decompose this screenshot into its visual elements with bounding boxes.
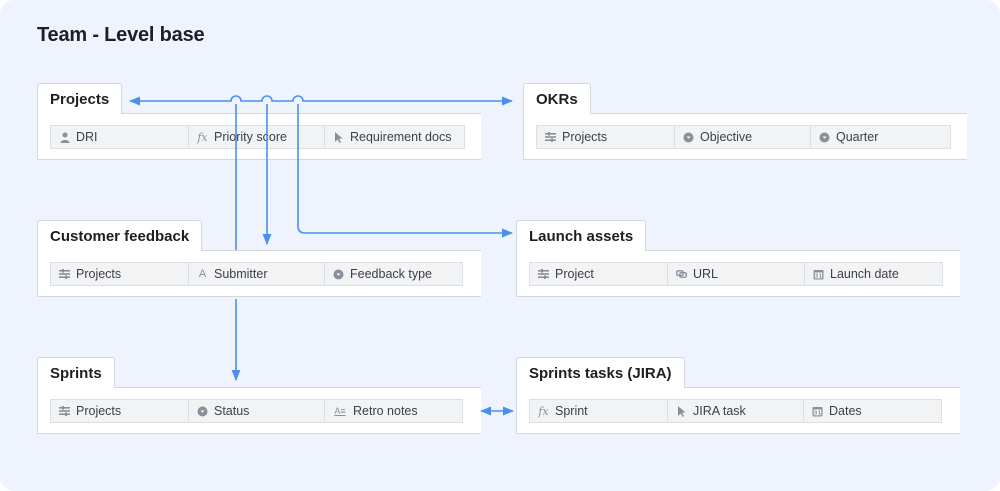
field-project[interactable]: Project (530, 263, 668, 285)
table-body: fx Sprint JIRA task 31 Dates (516, 387, 960, 434)
field-label: Priority score (214, 130, 287, 144)
field-label: Quarter (836, 130, 879, 144)
table-body: DRI fx Priority score Requirement docs (37, 113, 481, 160)
field-label: Retro notes (353, 404, 418, 418)
field-sprint[interactable]: fx Sprint (530, 400, 668, 422)
table-title[interactable]: Projects (37, 83, 123, 114)
calendar-icon: 31 (812, 406, 823, 417)
text-icon: A (198, 268, 207, 280)
page-title: Team - Level base (37, 24, 205, 46)
table-body: Project URL 31 Launch date (516, 250, 960, 297)
field-label: Projects (76, 267, 122, 281)
table-title[interactable]: Customer feedback (37, 220, 203, 251)
table-title[interactable]: Sprints tasks (JIRA) (516, 357, 685, 388)
table-body: Projects Objective Quarter (523, 113, 967, 160)
field-row: Projects A Submitter Feedback type (50, 262, 463, 286)
field-jira-task[interactable]: JIRA task (668, 400, 804, 422)
formula-icon: fx (538, 404, 549, 418)
field-label: Submitter (214, 267, 268, 281)
field-row: Projects Objective Quarter (536, 125, 951, 149)
table-customer-feedback[interactable]: Customer feedback Projects A Submitter F… (37, 220, 481, 298)
table-title[interactable]: Sprints (37, 357, 115, 388)
field-label: Status (214, 404, 250, 418)
field-row: fx Sprint JIRA task 31 Dates (529, 399, 942, 423)
select-icon (333, 269, 344, 280)
cursor-icon (676, 405, 687, 417)
field-label: Dates (829, 404, 862, 418)
link-records-icon (59, 406, 70, 417)
field-feedback-type[interactable]: Feedback type (325, 263, 462, 285)
svg-text:31: 31 (815, 273, 823, 279)
table-body: Projects A Submitter Feedback type (37, 250, 481, 297)
select-icon (819, 132, 830, 143)
field-label: Project (555, 267, 594, 281)
field-label: Requirement docs (350, 130, 452, 144)
field-label: Launch date (830, 267, 899, 281)
field-label: JIRA task (693, 404, 746, 418)
long-text-icon: A≡ (334, 406, 346, 416)
table-title[interactable]: Launch assets (516, 220, 647, 251)
field-dri[interactable]: DRI (51, 126, 189, 148)
link-records-icon (538, 269, 549, 280)
field-label: Projects (76, 404, 122, 418)
table-sprints[interactable]: Sprints Projects Status A≡ Retro notes (37, 357, 481, 435)
user-icon (59, 132, 70, 143)
link-records-icon (545, 132, 556, 143)
field-launch-date[interactable]: 31 Launch date (805, 263, 942, 285)
field-label: URL (693, 267, 719, 281)
field-status[interactable]: Status (189, 400, 325, 422)
field-label: Sprint (555, 404, 588, 418)
table-title[interactable]: OKRs (523, 83, 591, 114)
field-row: Project URL 31 Launch date (529, 262, 943, 286)
table-projects[interactable]: Projects DRI fx Priority score Requireme… (37, 83, 481, 161)
url-icon (676, 269, 687, 280)
table-launch-assets[interactable]: Launch assets Project URL 31 Launch date (516, 220, 960, 298)
field-row: Projects Status A≡ Retro notes (50, 399, 463, 423)
field-label: Feedback type (350, 267, 432, 281)
cursor-icon (333, 131, 344, 143)
select-icon (197, 406, 208, 417)
field-retro-notes[interactable]: A≡ Retro notes (325, 400, 462, 422)
field-submitter[interactable]: A Submitter (189, 263, 325, 285)
field-quarter[interactable]: Quarter (811, 126, 950, 148)
table-okrs[interactable]: OKRs Projects Objective Quarter (523, 83, 967, 161)
field-url[interactable]: URL (668, 263, 805, 285)
svg-text:31: 31 (814, 410, 822, 416)
field-label: Objective (700, 130, 753, 144)
table-body: Projects Status A≡ Retro notes (37, 387, 481, 434)
field-label: Projects (562, 130, 608, 144)
calendar-icon: 31 (813, 269, 824, 280)
field-requirement-docs[interactable]: Requirement docs (325, 126, 464, 148)
select-icon (683, 132, 694, 143)
formula-icon: fx (197, 130, 208, 144)
table-sprint-tasks[interactable]: Sprints tasks (JIRA) fx Sprint JIRA task… (516, 357, 960, 435)
field-priority-score[interactable]: fx Priority score (189, 126, 325, 148)
field-dates[interactable]: 31 Dates (804, 400, 941, 422)
field-projects[interactable]: Projects (51, 400, 189, 422)
field-projects[interactable]: Projects (51, 263, 189, 285)
field-projects[interactable]: Projects (537, 126, 675, 148)
field-objective[interactable]: Objective (675, 126, 811, 148)
field-row: DRI fx Priority score Requirement docs (50, 125, 465, 149)
field-label: DRI (76, 130, 98, 144)
link-records-icon (59, 269, 70, 280)
